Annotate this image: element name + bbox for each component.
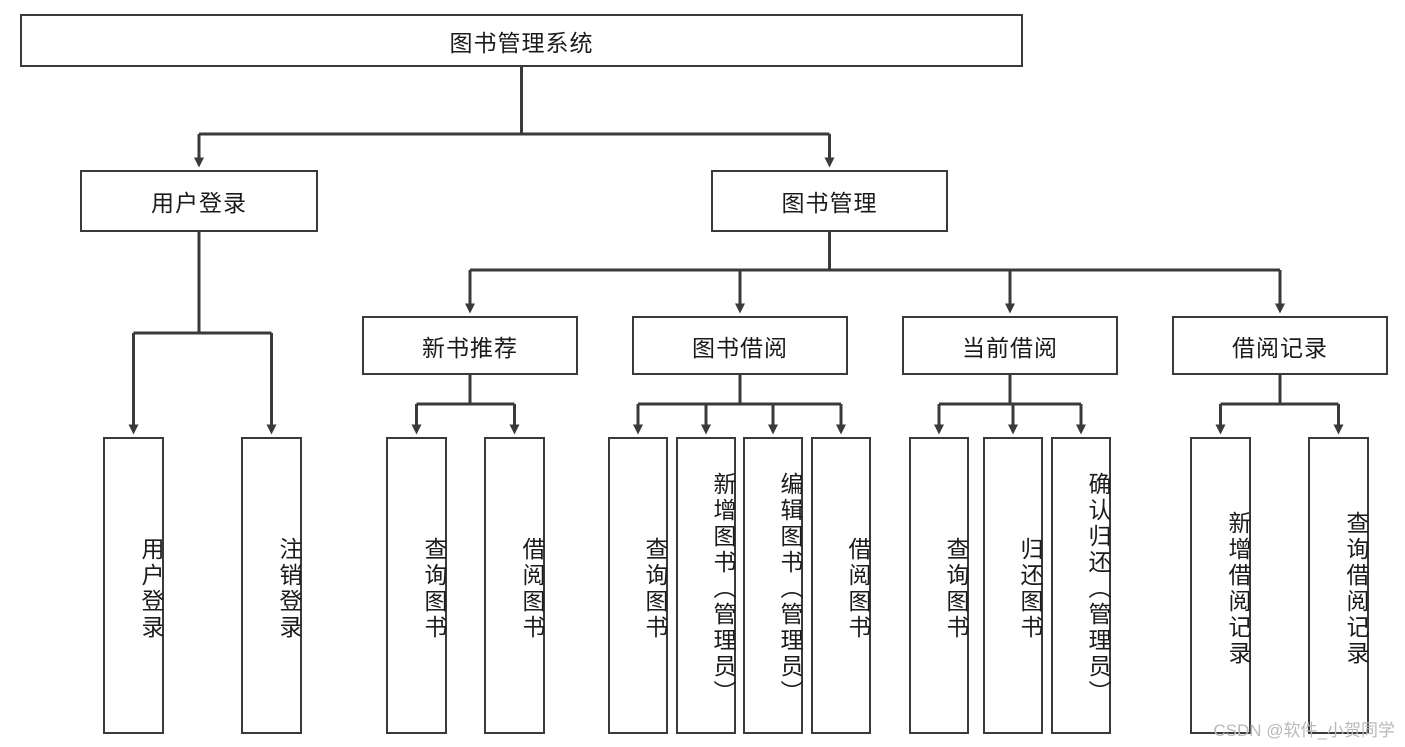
node-label: 确认归还（管理员） (1085, 471, 1111, 706)
node-label: 查询图书 (943, 536, 969, 641)
node-label: 归还图书 (1017, 536, 1043, 641)
leaf-return-book[interactable]: 归还图书 (983, 437, 1043, 734)
node-label: 新增图书（管理员） (710, 471, 736, 706)
node-label: 用户登录 (138, 536, 164, 641)
node-new-book-recommendation[interactable]: 新书推荐 (362, 316, 578, 375)
leaf-add-borrowing-record[interactable]: 新增借阅记录 (1190, 437, 1251, 734)
node-root[interactable]: 图书管理系统 (20, 14, 1023, 67)
node-label: 借阅图书 (519, 536, 545, 641)
node-label: 新书推荐 (422, 334, 518, 361)
leaf-user-login[interactable]: 用户登录 (103, 437, 164, 734)
node-label: 图书管理 (781, 190, 878, 216)
node-book-management[interactable]: 图书管理 (711, 170, 948, 232)
node-label: 新增借阅记录 (1225, 510, 1251, 667)
node-label: 借阅图书 (845, 536, 871, 641)
node-label: 图书借阅 (692, 334, 788, 361)
node-label: 注销登录 (276, 536, 302, 641)
node-label: 查询图书 (421, 536, 447, 641)
leaf-borrow-book-borrowing[interactable]: 借阅图书 (811, 437, 871, 734)
node-label: 用户登录 (151, 190, 247, 216)
node-user-login[interactable]: 用户登录 (80, 170, 318, 232)
leaf-borrow-books-recommendation[interactable]: 借阅图书 (484, 437, 545, 734)
node-label: 编辑图书（管理员） (777, 471, 803, 706)
node-label: 当前借阅 (962, 334, 1058, 361)
leaf-add-book-admin[interactable]: 新增图书（管理员） (676, 437, 736, 734)
node-borrowing-records[interactable]: 借阅记录 (1172, 316, 1388, 375)
node-label: 查询图书 (642, 536, 668, 641)
node-label: 图书管理系统 (449, 29, 594, 56)
node-current-borrowing[interactable]: 当前借阅 (902, 316, 1118, 375)
leaf-edit-book-admin[interactable]: 编辑图书（管理员） (743, 437, 803, 734)
leaf-query-books-borrowing[interactable]: 查询图书 (608, 437, 668, 734)
leaf-query-borrowing-record[interactable]: 查询借阅记录 (1308, 437, 1369, 734)
leaf-query-books-current[interactable]: 查询图书 (909, 437, 969, 734)
node-book-borrowing[interactable]: 图书借阅 (632, 316, 848, 375)
node-label: 借阅记录 (1232, 334, 1328, 361)
node-label: 查询借阅记录 (1343, 510, 1369, 667)
leaf-confirm-return-admin[interactable]: 确认归还（管理员） (1051, 437, 1111, 734)
leaf-query-books-recommendation[interactable]: 查询图书 (386, 437, 447, 734)
leaf-logout[interactable]: 注销登录 (241, 437, 302, 734)
